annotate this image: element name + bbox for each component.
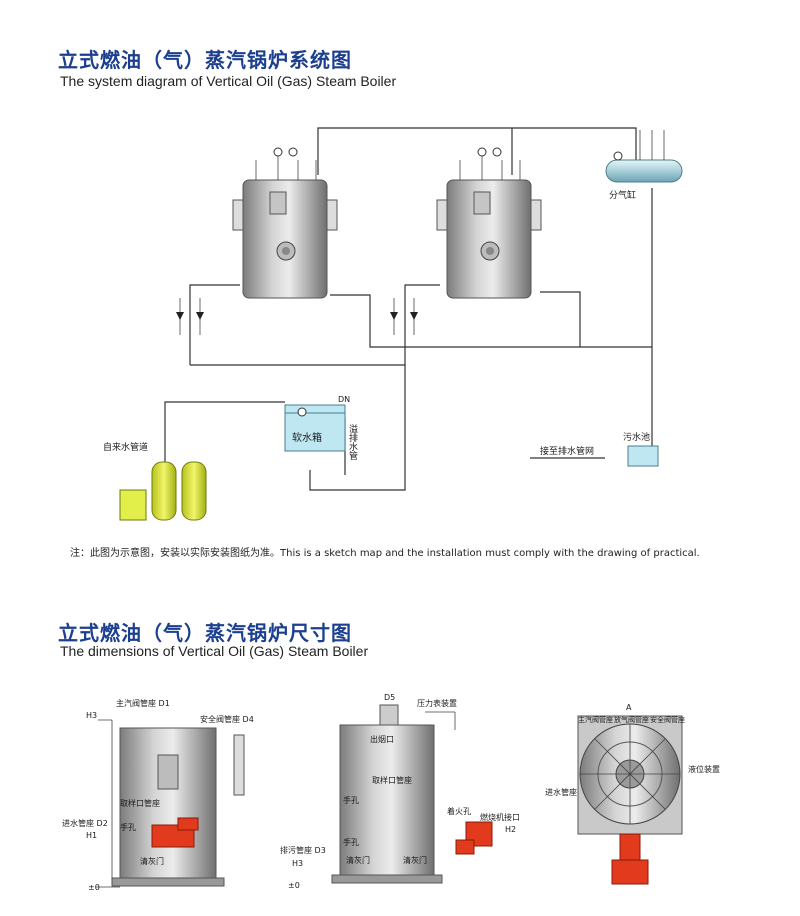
soft-water-tank bbox=[284, 404, 346, 452]
main-steam-seat-label: 主汽阀管座 D1 bbox=[116, 698, 170, 708]
flue-label: 出烟口 bbox=[370, 734, 394, 744]
hand-hole-label: 手孔 bbox=[120, 822, 136, 832]
ash-door-2-label: 清灰门 bbox=[346, 855, 370, 865]
blowdown-seat-label: 排污管座 D3 bbox=[280, 845, 326, 855]
side-view bbox=[331, 704, 493, 884]
d5-label: D5 bbox=[384, 693, 395, 702]
sewage-pool-label: 污水池 bbox=[623, 431, 650, 443]
feed-pumps-1 bbox=[176, 298, 204, 335]
dimension-title-en: The dimensions of Vertical Oil (Gas) Ste… bbox=[60, 643, 369, 659]
water-softener bbox=[119, 461, 207, 521]
ash-door-label: 清灰门 bbox=[140, 856, 164, 866]
h1-label: H1 bbox=[86, 831, 97, 840]
hand-hole-3-label: 手孔 bbox=[343, 837, 359, 847]
boiler-2 bbox=[436, 147, 542, 299]
steam-pipe-network bbox=[164, 127, 653, 491]
h2-label: H2 bbox=[505, 825, 516, 834]
ignition-hole-label: 着火孔 bbox=[447, 806, 471, 816]
h3b-label: H3 bbox=[292, 859, 303, 868]
h3-label: H3 bbox=[86, 711, 97, 720]
a-label: A bbox=[626, 703, 632, 712]
sampling-seat-2-label: 取样口管座 bbox=[372, 775, 412, 785]
dn-label: DN bbox=[338, 395, 350, 404]
drain-network-label: 接至排水管网 bbox=[540, 445, 594, 457]
boiler-1 bbox=[232, 147, 338, 299]
sampling-seat-label: 取样口管座 bbox=[120, 798, 160, 808]
soft-water-tank-label: 软水箱 bbox=[292, 431, 322, 444]
safety-valve-seat-label: 安全阀管座 D4 bbox=[200, 714, 254, 724]
steam-header-label: 分气缸 bbox=[609, 189, 636, 201]
hand-hole-2-label: 手孔 bbox=[343, 795, 359, 805]
pressure-gauge-label: 压力表装置 bbox=[417, 698, 457, 708]
feedwater-seat-label: 进水管座 D2 bbox=[62, 818, 108, 828]
sewage-pool bbox=[627, 445, 659, 467]
tap-water-label: 自来水管道 bbox=[103, 441, 148, 453]
installation-note: 注：此图为示意图，安装以实际安装图纸为准。This is a sketch ma… bbox=[70, 548, 700, 559]
feedwater-top-label: 进水管座 bbox=[545, 787, 577, 797]
top-main-steam-label: 主汽阀管座 bbox=[578, 715, 613, 724]
steam-header bbox=[605, 130, 683, 183]
overflow-drain-label: 溢排水管 bbox=[347, 423, 358, 460]
top-view bbox=[577, 715, 683, 885]
top-safety-label: 安全阀管座 bbox=[650, 715, 685, 724]
level-device-label: 液位装置 bbox=[688, 764, 720, 774]
front-view bbox=[96, 719, 245, 888]
zero-2-label: ±0 bbox=[288, 881, 300, 890]
ash-door-3-label: 清灰门 bbox=[403, 855, 427, 865]
dimension-title-cn: 立式燃油（气）蒸汽锅炉尺寸图 bbox=[58, 621, 352, 645]
system-title-en: The system diagram of Vertical Oil (Gas)… bbox=[60, 73, 397, 89]
burner-port-label: 燃烧机接口 bbox=[480, 812, 520, 822]
feed-pumps-2 bbox=[390, 298, 418, 335]
zero-label: ±0 bbox=[88, 883, 100, 892]
system-title-cn: 立式燃油（气）蒸汽锅炉系统图 bbox=[58, 48, 352, 72]
top-vent-label: 放气阀管座 bbox=[614, 715, 649, 724]
